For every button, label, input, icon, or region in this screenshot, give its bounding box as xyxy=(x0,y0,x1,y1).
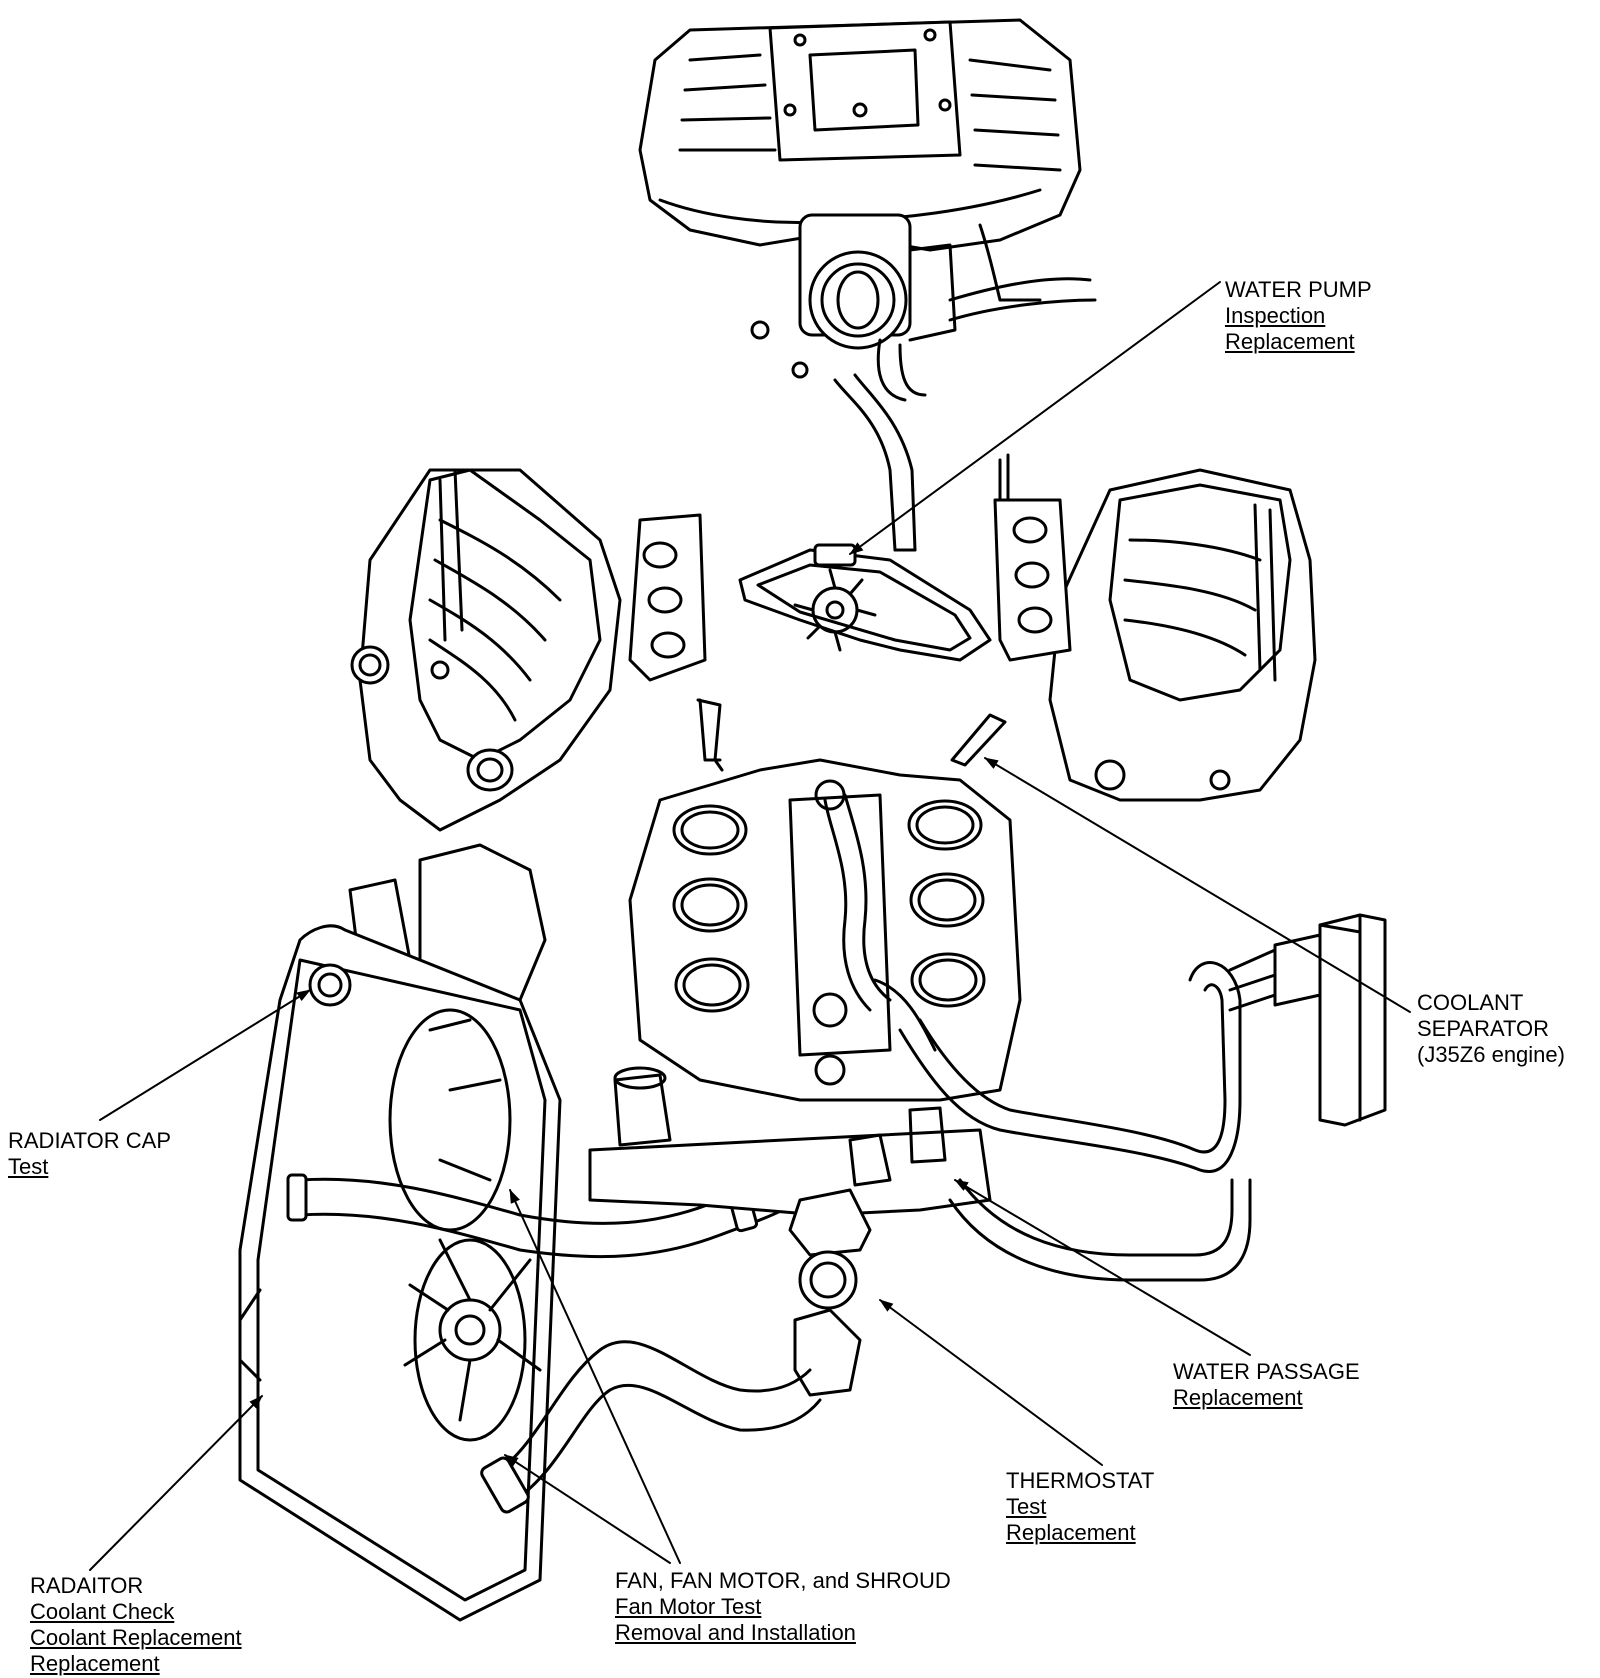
thermostat xyxy=(788,1188,872,1397)
water-passage-replacement-link[interactable]: Replacement xyxy=(1173,1385,1303,1410)
thermostat-replacement-link[interactable]: Replacement xyxy=(1006,1520,1136,1545)
water-passage-title: WATER PASSAGE xyxy=(1173,1359,1360,1384)
fan-motor-test-link[interactable]: Fan Motor Test xyxy=(615,1594,762,1619)
coolant-separator-title-line2: SEPARATOR xyxy=(1417,1016,1550,1041)
thermostat-callout: THERMOSTAT Test Replacement xyxy=(1006,1468,1154,1546)
water-passage-callout: WATER PASSAGE Replacement xyxy=(1173,1359,1360,1411)
thermostat-test-link[interactable]: Test xyxy=(1006,1494,1047,1519)
radiator-replacement-link[interactable]: Replacement xyxy=(30,1651,160,1676)
fan-title: FAN, FAN MOTOR, and SHROUD xyxy=(615,1568,951,1593)
leader-lines xyxy=(89,281,1411,1571)
radiator-assembly xyxy=(238,843,562,1622)
radiator-title: RADAITOR xyxy=(30,1573,144,1598)
water-pump-replacement-link[interactable]: Replacement xyxy=(1225,329,1355,354)
right-cylinder-head xyxy=(950,453,1317,802)
fan-removal-installation-link[interactable]: Removal and Installation xyxy=(615,1620,856,1645)
radiator-coolant-check-link[interactable]: Coolant Check xyxy=(30,1599,175,1624)
intake-manifold xyxy=(638,18,1097,552)
water-pump xyxy=(738,543,992,662)
thermostat-title: THERMOSTAT xyxy=(1006,1468,1155,1493)
water-pump-inspection-link[interactable]: Inspection xyxy=(1225,303,1326,328)
water-pump-callout: WATER PUMP Inspection Replacement xyxy=(1225,277,1372,355)
lower-radiator-hose xyxy=(480,1340,822,1514)
coolant-separator-callout: COOLANT SEPARATOR (J35Z6 engine) xyxy=(1417,990,1565,1068)
water-pump-title: WATER PUMP xyxy=(1225,277,1372,302)
radiator-cap-callout: RADIATOR CAP Test xyxy=(8,1128,171,1180)
radiator-callout: RADAITOR Coolant Check Coolant Replaceme… xyxy=(30,1573,242,1677)
left-cylinder-head xyxy=(350,468,724,832)
engine-block xyxy=(628,758,1022,1102)
radiator-cap-title: RADIATOR CAP xyxy=(8,1128,171,1153)
coolant-separator-title-line1: COOLANT xyxy=(1417,990,1524,1015)
water-outlet xyxy=(588,1066,992,1217)
radiator-coolant-replacement-link[interactable]: Coolant Replacement xyxy=(30,1625,242,1650)
fan-callout: FAN, FAN MOTOR, and SHROUD Fan Motor Tes… xyxy=(615,1568,951,1646)
coolant-separator-note: (J35Z6 engine) xyxy=(1417,1042,1565,1067)
radiator-cap-test-link[interactable]: Test xyxy=(8,1154,49,1179)
